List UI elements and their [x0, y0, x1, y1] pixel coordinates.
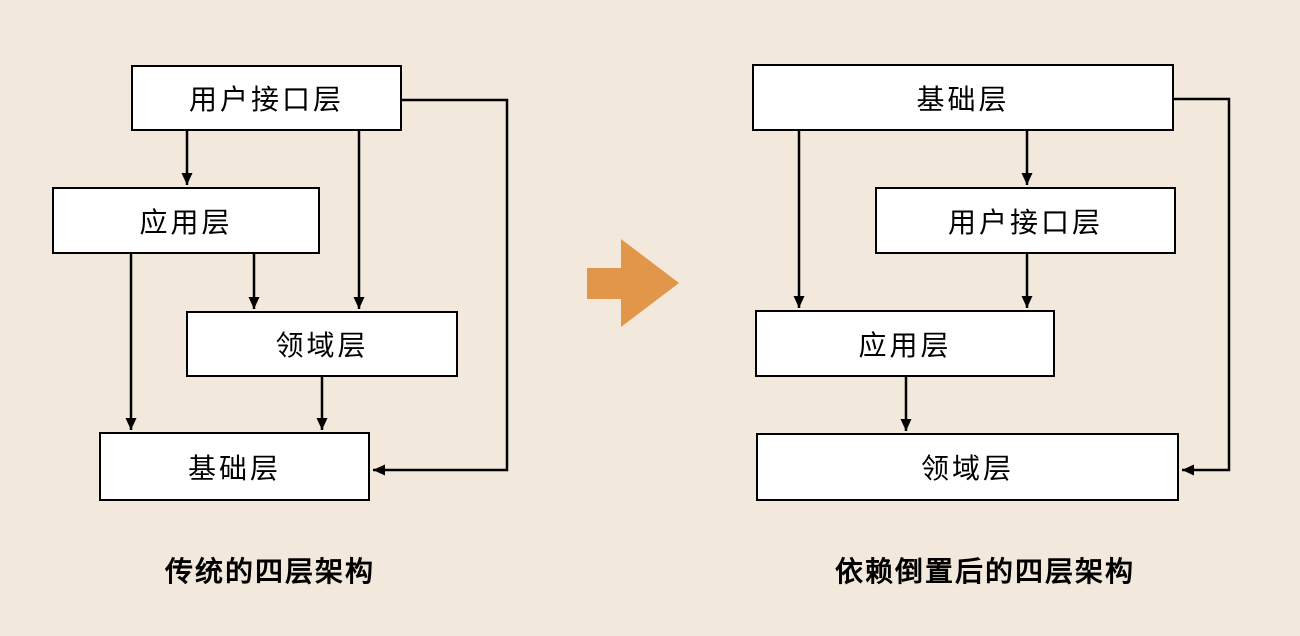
box-application-layer-right: 应用层 [755, 310, 1055, 377]
box-domain-layer-left: 领域层 [186, 311, 458, 377]
box-user-interface-layer-left: 用户接口层 [131, 65, 402, 131]
arrow-ui-to-infrastructure-elbow [373, 98, 509, 476]
arrow-infrastructure-to-domain-elbow [1174, 97, 1231, 476]
box-infrastructure-layer-right: 基础层 [752, 64, 1174, 131]
box-user-interface-layer-right: 用户接口层 [875, 187, 1176, 254]
left-diagram-caption: 传统的四层架构 [164, 556, 376, 587]
box-domain-layer-right: 领域层 [756, 433, 1179, 501]
right-diagram-caption: 依赖倒置后的四层架构 [834, 556, 1136, 587]
box-application-layer-left: 应用层 [52, 187, 320, 254]
box-infrastructure-layer-left: 基础层 [99, 432, 370, 501]
right-arrow-icon [587, 239, 679, 327]
